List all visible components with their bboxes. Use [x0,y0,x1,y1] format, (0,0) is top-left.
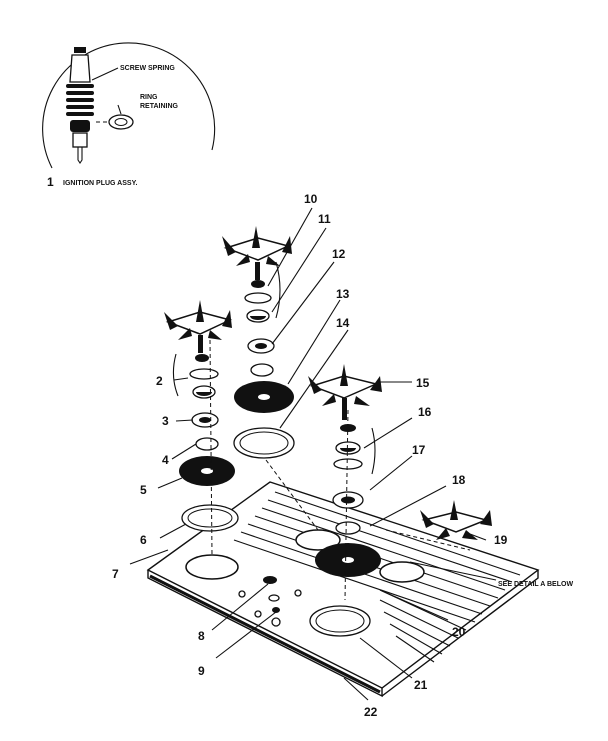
cooktop-plate [146,481,540,698]
callout-22: 22 [364,705,378,719]
callout-14: 14 [336,316,350,330]
right-burner-stack [308,364,382,637]
callout-5: 5 [140,483,147,497]
callout-2: 2 [156,374,163,388]
see-detail-note: SEE DETAIL A BELOW [498,581,573,588]
callout-8: 8 [198,629,205,643]
ignition-plug-drawing [66,47,94,164]
callout-17: 17 [412,443,426,457]
right-grate [308,364,382,420]
callout-4: 4 [162,453,169,467]
left-burner-stack [164,300,239,556]
callout-18: 18 [452,473,466,487]
ignition-plug-assy-label: IGNITION PLUG ASSY. [63,180,137,187]
callout-7: 7 [112,567,119,581]
callout-15: 15 [416,376,430,390]
left-grate [164,300,233,353]
callout-11: 11 [318,212,331,226]
leader-lines [129,207,497,701]
callout-3: 3 [162,414,169,428]
callout-20: 20 [452,625,466,639]
callout-9: 9 [198,664,205,678]
valve-parts [263,576,280,613]
callout-21: 21 [414,678,428,692]
callout-16: 16 [418,405,432,419]
center-burner-stack [222,226,319,531]
callout-13: 13 [336,287,350,301]
callout-10: 10 [304,192,318,206]
screw-spring-label: SCREW SPRING [120,65,175,72]
part-1-number: 1 [47,175,54,189]
callout-12: 12 [332,247,346,261]
ignition-detail: SCREW SPRING RING RETAINING 1 IGNITION P… [42,42,216,189]
ring-label: RING [140,94,158,101]
small-grate [420,500,492,540]
center-grate [222,226,292,280]
retaining-label: RETAINING [140,103,179,110]
callout-numbers: 2 3 4 5 6 7 8 9 10 11 12 13 14 15 16 17 … [112,192,573,719]
callout-19: 19 [494,533,508,547]
callout-6: 6 [140,533,147,547]
